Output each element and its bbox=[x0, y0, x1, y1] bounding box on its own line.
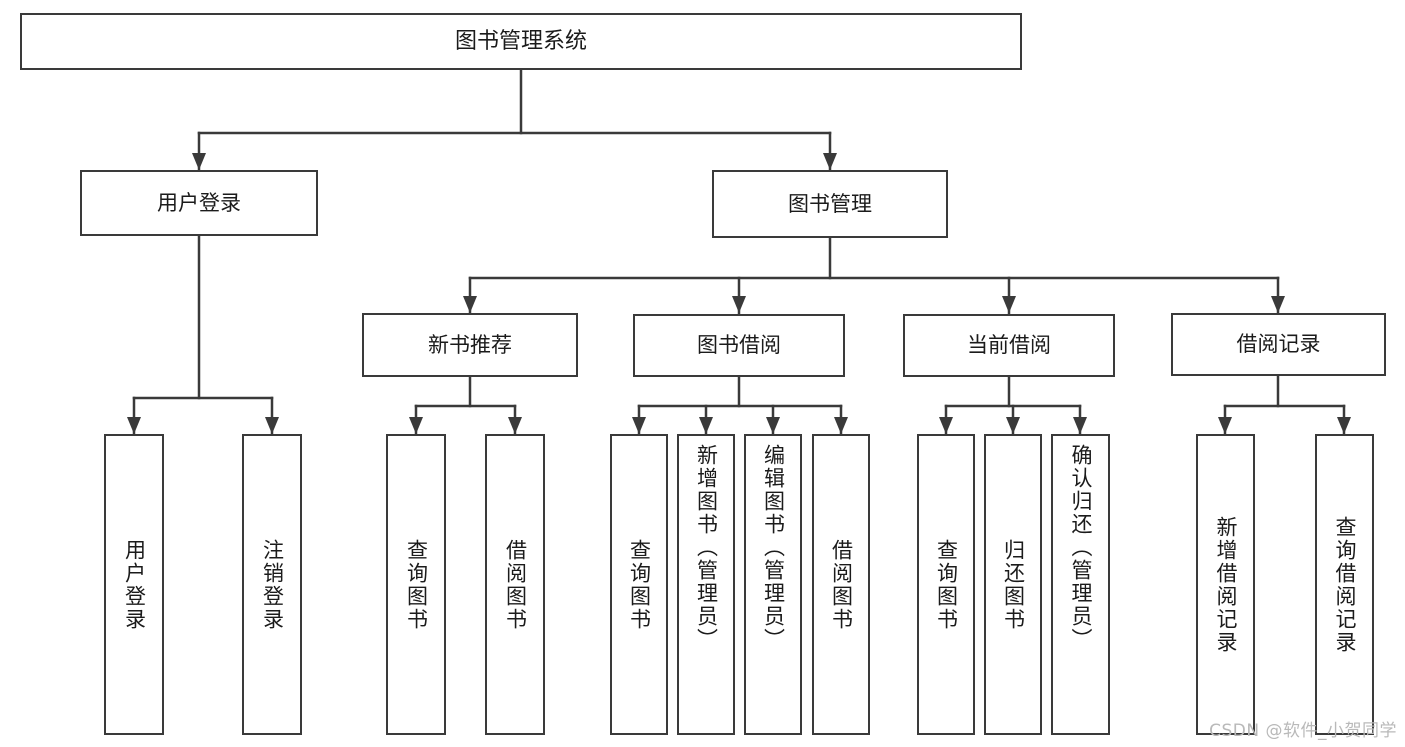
node-user-login[interactable]: 用户登录 bbox=[80, 170, 318, 236]
leaf-borrow-book[interactable]: 借阅图书 bbox=[812, 434, 870, 735]
leaf-borrow-book-recommend[interactable]: 借阅图书 bbox=[485, 434, 545, 735]
node-label: 图书借阅 bbox=[697, 333, 781, 358]
node-label: 查询图书 bbox=[934, 538, 959, 631]
leaf-logout[interactable]: 注销登录 bbox=[242, 434, 302, 735]
node-root-system[interactable]: 图书管理系统 bbox=[20, 13, 1022, 70]
node-label: 新增借阅记录 bbox=[1214, 515, 1238, 654]
node-label: 编辑图书（管理员） bbox=[761, 444, 786, 651]
node-label: 新增图书（管理员） bbox=[694, 444, 719, 651]
leaf-edit-book-admin[interactable]: 编辑图书（管理员） bbox=[744, 434, 802, 735]
node-label: 用户登录 bbox=[122, 538, 147, 631]
node-label: 借阅记录 bbox=[1236, 332, 1321, 357]
node-label: 归还图书 bbox=[1001, 538, 1026, 631]
leaf-query-book-borrow[interactable]: 查询图书 bbox=[610, 434, 668, 735]
leaf-confirm-return-admin[interactable]: 确认归还（管理员） bbox=[1051, 434, 1110, 735]
node-label: 新书推荐 bbox=[428, 332, 512, 357]
node-label: 用户登录 bbox=[157, 190, 241, 215]
leaf-user-login[interactable]: 用户登录 bbox=[104, 434, 164, 735]
leaf-add-book-admin[interactable]: 新增图书（管理员） bbox=[677, 434, 735, 735]
node-label: 借阅图书 bbox=[503, 538, 528, 631]
leaf-query-book-current[interactable]: 查询图书 bbox=[917, 434, 975, 735]
node-book-borrow[interactable]: 图书借阅 bbox=[633, 314, 845, 377]
node-label: 查询借阅记录 bbox=[1333, 515, 1357, 654]
watermark-text: CSDN @软件_小贺同学 bbox=[1209, 721, 1397, 741]
node-new-book-recommend[interactable]: 新书推荐 bbox=[362, 313, 578, 377]
node-label: 确认归还（管理员） bbox=[1069, 444, 1093, 651]
node-label: 图书管理 bbox=[788, 191, 872, 216]
node-label: 借阅图书 bbox=[829, 538, 854, 631]
node-label: 查询图书 bbox=[404, 538, 429, 631]
leaf-query-book-recommend[interactable]: 查询图书 bbox=[386, 434, 446, 735]
leaf-return-book[interactable]: 归还图书 bbox=[984, 434, 1042, 735]
node-book-management[interactable]: 图书管理 bbox=[712, 170, 948, 238]
node-label: 当前借阅 bbox=[967, 333, 1051, 358]
leaf-query-borrow-record[interactable]: 查询借阅记录 bbox=[1315, 434, 1374, 735]
leaf-add-borrow-record[interactable]: 新增借阅记录 bbox=[1196, 434, 1255, 735]
node-label: 图书管理系统 bbox=[454, 28, 587, 54]
node-label: 查询图书 bbox=[627, 538, 652, 631]
node-current-borrow[interactable]: 当前借阅 bbox=[903, 314, 1115, 377]
node-borrow-records[interactable]: 借阅记录 bbox=[1171, 313, 1386, 376]
node-label: 注销登录 bbox=[260, 538, 285, 631]
